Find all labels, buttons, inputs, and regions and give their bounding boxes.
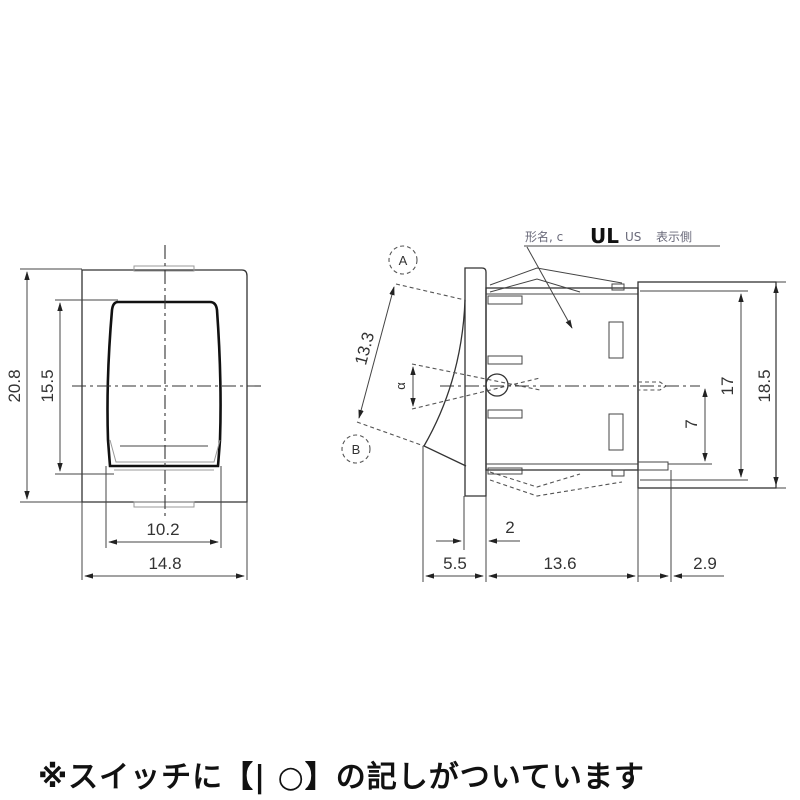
marking-note-suffix: 表示側 <box>656 230 692 244</box>
dim-overall-height: 20.8 <box>5 369 24 402</box>
pivot-circle <box>485 373 509 397</box>
marking-note: 形名, c UL US 表示側 <box>524 224 720 329</box>
dim-panel-thickness: 2 <box>505 518 514 537</box>
front-view: 20.8 15.5 10.2 14.8 <box>5 245 265 580</box>
dim-height-outer: 18.5 <box>755 369 774 402</box>
dim-terminal-length: 2.9 <box>693 554 717 573</box>
body-window-upper <box>608 321 624 359</box>
dim-actuator-height: 15.5 <box>38 369 57 402</box>
dim-overall-width: 14.8 <box>148 554 181 573</box>
dim-body-depth: 13.6 <box>543 554 576 573</box>
actuator-outline <box>106 300 222 468</box>
dim-terminal-offset: 7 <box>682 419 701 428</box>
bottom-tab <box>133 501 195 508</box>
side-view: A B 13.3 α 18.5 17 7 2 5. <box>341 224 786 582</box>
point-a-marker <box>388 245 418 275</box>
body-window-lower <box>608 413 624 451</box>
marking-note-us: US <box>625 230 641 244</box>
flange <box>464 267 487 497</box>
marking-note-prefix: 形名, c <box>525 229 563 244</box>
footnote: ※スイッチに【| ○】の記しがついています <box>38 760 645 795</box>
ul-mark-icon: UL <box>590 224 619 248</box>
top-tab <box>133 265 195 272</box>
point-b-label: B <box>352 442 361 457</box>
switch-body <box>485 287 639 471</box>
point-a-label: A <box>399 253 408 268</box>
leader-arrow <box>526 246 573 329</box>
dim-actuator-width: 10.2 <box>146 520 179 539</box>
dim-height-inner: 17 <box>718 377 737 396</box>
angle-alpha-label: α <box>393 382 408 390</box>
point-b-marker <box>341 434 371 464</box>
dim-actuator-depth: 5.5 <box>443 554 467 573</box>
actuator-side-profile <box>423 299 467 467</box>
front-frame <box>81 269 248 503</box>
